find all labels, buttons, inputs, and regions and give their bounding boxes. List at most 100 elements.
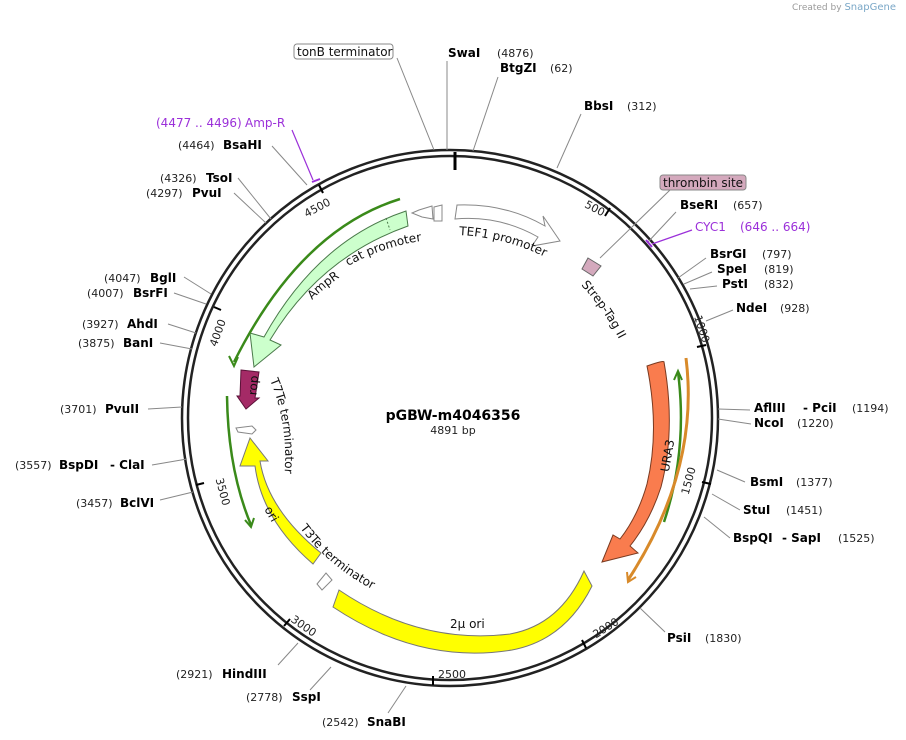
strep-tag-ii[interactable]: Strep-Tag II	[579, 257, 629, 341]
site-clai-name: - ClaI	[110, 458, 145, 472]
tef1-promoter-arrow	[454, 204, 561, 247]
site-snabi[interactable]: (2542)SnaBI	[322, 715, 406, 729]
site-bspqi-sapi[interactable]: BspQI- SapI(1525)	[733, 531, 875, 545]
ura3-feature[interactable]: URA3	[601, 361, 677, 563]
site-btgzi[interactable]: BtgZI(62)	[500, 61, 573, 75]
strep-tag-ii-label: Strep-Tag II	[579, 278, 629, 341]
two-micron-ori-band	[332, 569, 593, 654]
site-bseri-name: BseRI	[680, 198, 718, 212]
ura3-arrow	[601, 361, 670, 563]
site-bsmi-pos: (1377)	[796, 476, 833, 489]
strep-tag-ii-text: Strep-Tag II	[579, 278, 629, 341]
site-bsrfi[interactable]: (4007)BsrFI	[87, 286, 168, 300]
backbone-inner	[186, 154, 714, 682]
t7te-primer-arc	[225, 395, 253, 526]
site-hindiii[interactable]: (2921) HindIII	[176, 667, 267, 681]
rop-label: rop	[245, 375, 261, 396]
site-sapi-name: - SapI	[782, 531, 821, 545]
ampr-feature[interactable]: AmpR cat promoter	[249, 210, 422, 368]
site-ahdi[interactable]: (3927) AhdI	[82, 317, 158, 331]
site-swai-name: SwaI	[448, 46, 480, 60]
site-pvuii-pos: (3701)	[60, 403, 97, 416]
site-stui[interactable]: StuI(1451)	[743, 503, 823, 517]
site-ndei-name: NdeI	[736, 301, 767, 315]
site-sspi[interactable]: (2778)SspI	[246, 690, 321, 704]
site-ndei[interactable]: NdeI (928)	[736, 301, 810, 315]
site-bani-pos: (3875)	[78, 337, 115, 350]
site-bsmi[interactable]: BsmI(1377)	[750, 475, 833, 489]
site-tsoi[interactable]: (4326) TsoI	[160, 171, 232, 185]
amp-r-primer-arrowhead	[228, 355, 239, 369]
site-bseri[interactable]: BseRI (657)	[680, 198, 763, 212]
site-psii[interactable]: PsiI(1830)	[667, 631, 742, 645]
site-bgli-name: BglI	[150, 271, 176, 285]
t7te-terminator-label: T7Te terminator	[267, 375, 296, 474]
site-pvui[interactable]: (4297)PvuI	[146, 186, 222, 200]
site-tsoi-pos: (4326)	[160, 172, 197, 185]
site-ncoi[interactable]: NcoI (1220)	[754, 416, 834, 430]
site-ndei-pos: (928)	[780, 302, 810, 315]
tef1-promoter[interactable]: TEF1 promoter	[454, 204, 561, 260]
site-pvui-pos: (4297)	[146, 187, 183, 200]
site-psti-name: PstI	[722, 277, 748, 291]
restriction-site-labels: SwaI(4876) BtgZI(62) BbsI(312) BseRI (657…	[15, 46, 889, 729]
tick-label-1500: 1500	[679, 466, 699, 496]
site-pvuii[interactable]: (3701) PvuII	[60, 402, 139, 416]
site-bsahi-pos: (4464)	[178, 139, 215, 152]
site-hindiii-pos: (2921)	[176, 668, 213, 681]
site-bsrgi[interactable]: BsrGI(797)	[710, 247, 792, 261]
amp-r-bind-mark	[311, 178, 321, 183]
site-bclvi-pos: (3457)	[76, 497, 113, 510]
tonb-callout-box[interactable]	[293, 43, 394, 60]
ori-feature[interactable]: ori	[239, 436, 322, 565]
site-swai[interactable]: SwaI(4876)	[448, 46, 534, 60]
site-bbsi-name: BbsI	[584, 99, 613, 113]
site-bani-name: BanI	[123, 336, 153, 350]
site-ncoi-name: NcoI	[754, 416, 784, 430]
site-spei[interactable]: SpeI(819)	[717, 262, 794, 276]
site-bspdi-clai[interactable]: (3557)BspDI- ClaI	[15, 458, 145, 472]
cat-promoter-mark	[410, 205, 434, 220]
site-bseri-pos: (657)	[733, 199, 763, 212]
site-bgli[interactable]: (4047)BglI	[104, 271, 176, 285]
cyc1-primer-arc	[626, 357, 690, 581]
site-psti[interactable]: PstI (832)	[722, 277, 794, 291]
site-psti-pos: (832)	[764, 278, 794, 291]
site-pvuii-name: PvuII	[105, 402, 139, 416]
site-leader-lines	[147, 57, 752, 714]
ura3-primer-arrowhead	[673, 368, 683, 381]
site-bclvi[interactable]: (3457)BclVI	[76, 496, 154, 510]
amp-r-name: Amp-R	[245, 116, 285, 130]
cyc1-range: (646 .. 664)	[740, 220, 810, 234]
site-bspqi-pos: (1525)	[838, 532, 875, 545]
site-pcii-name: - PciI	[803, 401, 837, 415]
snapgene-credit: Created by SnapGene	[792, 2, 896, 13]
primer-amp-r[interactable]: (4477 .. 4496) Amp-R	[156, 116, 321, 183]
site-bsrgi-pos: (797)	[762, 248, 792, 261]
tick-label-4000: 4000	[207, 318, 229, 349]
site-afliii-name: AflIII	[754, 401, 786, 415]
rop-feature[interactable]: rop	[236, 369, 261, 410]
thrombin-callout-box[interactable]	[659, 174, 747, 191]
site-ahdi-name: AhdI	[127, 317, 158, 331]
two-micron-ori[interactable]: 2μ ori	[332, 569, 593, 654]
site-ahdi-pos: (3927)	[82, 318, 119, 331]
cyc1-bind-mark	[645, 239, 653, 248]
site-bsahi[interactable]: (4464)BsaHI	[178, 138, 262, 152]
site-spei-name: SpeI	[717, 262, 747, 276]
site-bbsi[interactable]: BbsI(312)	[584, 99, 657, 113]
site-hindiii-name: HindIII	[222, 667, 267, 681]
ura3-primer-arc	[662, 371, 683, 523]
site-bani[interactable]: (3875) BanI	[78, 336, 153, 350]
tonb-terminator-mark	[433, 204, 443, 222]
site-snabi-pos: (2542)	[322, 716, 359, 729]
site-ncoi-pos: (1220)	[797, 417, 834, 430]
primer-cyc1[interactable]: CYC1 (646 .. 664)	[645, 220, 810, 248]
tick-label-1000: 1000	[691, 314, 712, 345]
credit-prefix: Created by	[792, 3, 842, 13]
cyc1-leader	[651, 229, 693, 245]
t3te-terminator-mark	[316, 572, 333, 591]
site-tsoi-name: TsoI	[206, 171, 232, 185]
site-afliii-pos: (1194)	[852, 402, 889, 415]
site-afliii-pcii[interactable]: AflIII - PciI (1194)	[754, 401, 889, 415]
